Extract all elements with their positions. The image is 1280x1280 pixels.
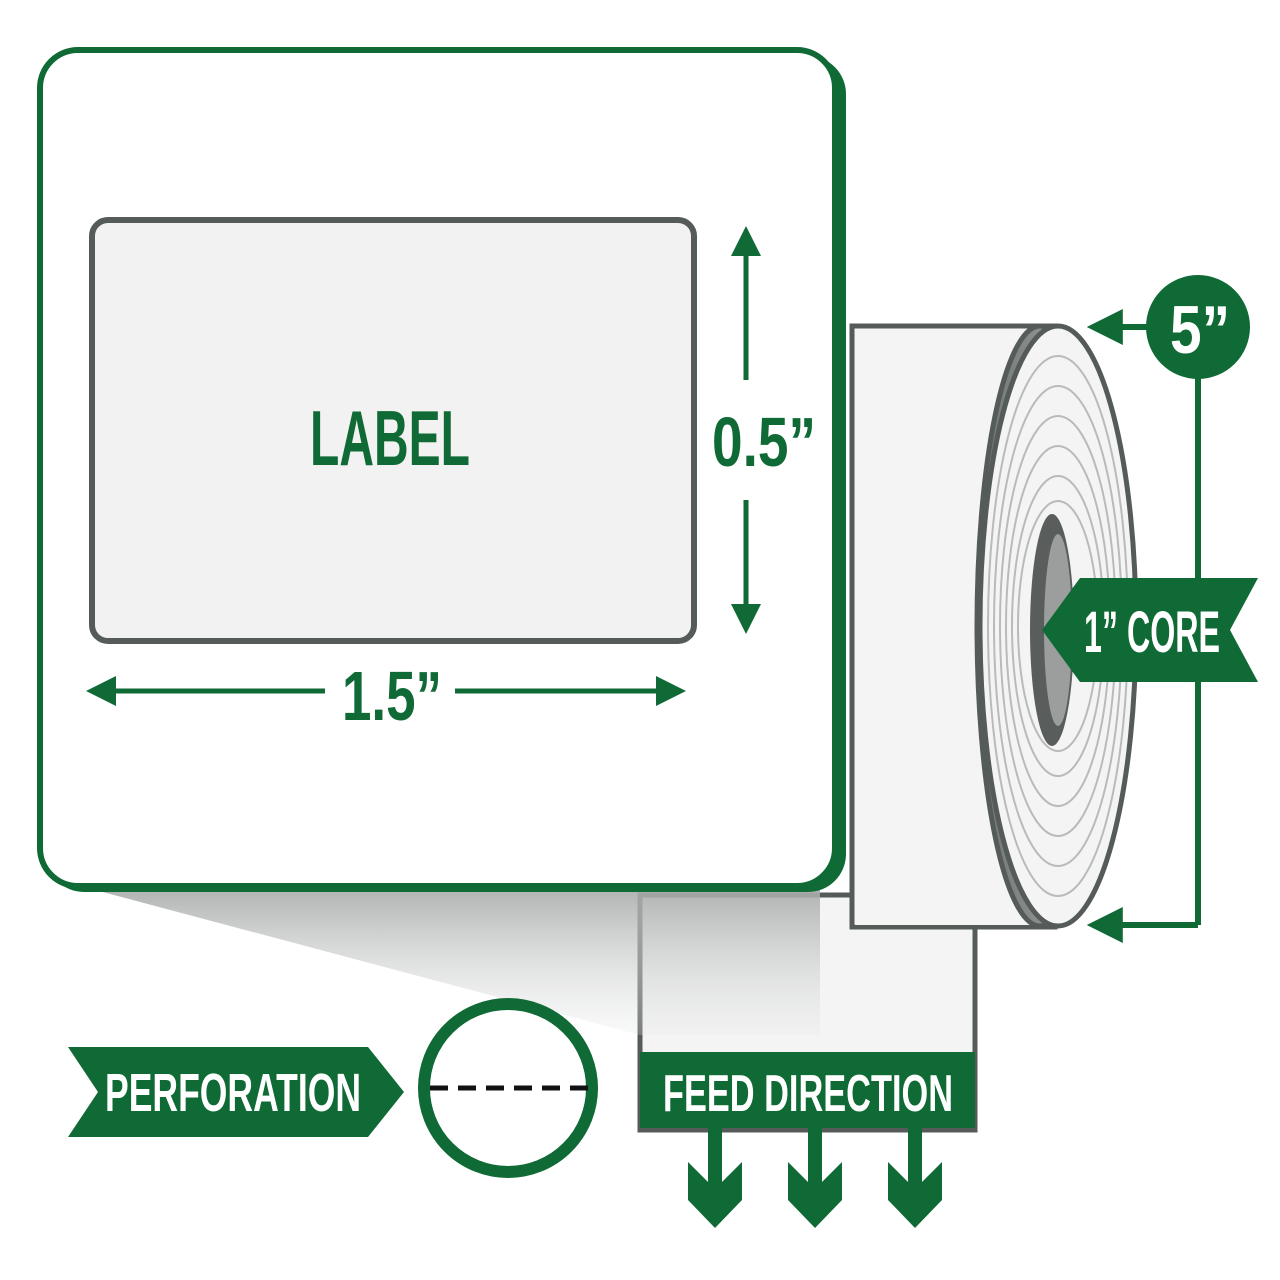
- magnify-projection: [95, 890, 820, 1035]
- core-size-text: 1” CORE: [1084, 600, 1220, 665]
- arrow-down-icon: [688, 1128, 742, 1228]
- perforation-label: PERFORATION: [105, 1063, 361, 1123]
- diameter-badge: [1146, 275, 1250, 379]
- arrow-down-icon: [788, 1128, 842, 1228]
- label-title: LABEL: [310, 394, 470, 482]
- label-height-text: 0.5”: [712, 403, 816, 481]
- feed-direction-label: FEED DIRECTION: [663, 1065, 953, 1123]
- perforation-detail-circle: [418, 998, 598, 1178]
- perforation-callout: PERFORATION: [68, 998, 598, 1178]
- label-roll: [849, 323, 1139, 930]
- feed-direction: FEED DIRECTION: [640, 1052, 975, 1228]
- label-width-text: 1.5”: [342, 657, 442, 735]
- arrow-down-icon: [888, 1128, 942, 1228]
- roll-diameter-text: 5”: [1170, 292, 1230, 368]
- width-dimension: 1.5”: [86, 657, 686, 735]
- label-shape: [89, 217, 697, 644]
- core-callout: 1” CORE: [1042, 578, 1258, 682]
- height-dimension: 0.5”: [712, 226, 816, 634]
